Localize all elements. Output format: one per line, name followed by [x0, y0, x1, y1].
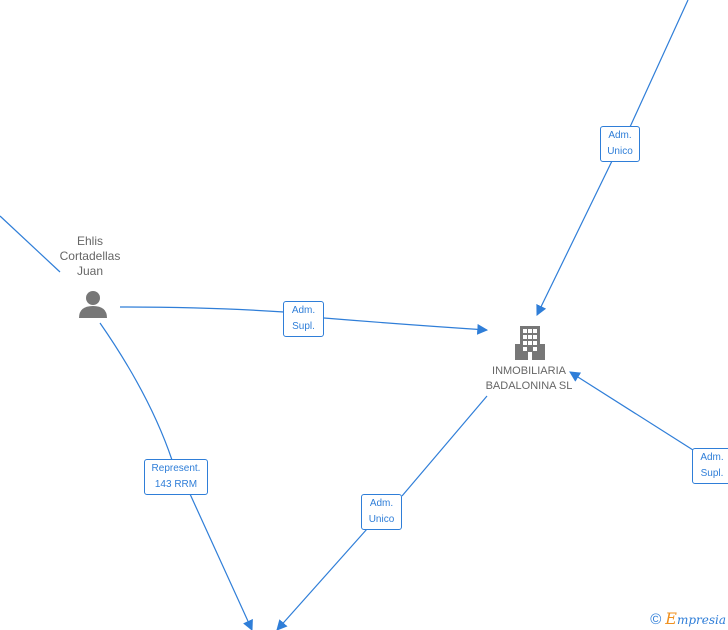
edge-line-company-down [401, 395, 488, 497]
person-name-line: Juan [76, 264, 104, 278]
edge-label-line: Supl. [292, 321, 315, 332]
edge-label-line: Represent. [151, 463, 201, 474]
edge-label-adm-unico-top[interactable]: Adm. Unico [600, 126, 640, 162]
empresia-watermark: ©Empresia [650, 609, 726, 628]
edge-label-line: Adm. [700, 452, 724, 463]
edge-line-company-down-2 [276, 528, 368, 630]
copyright-symbol: © [650, 611, 662, 628]
edge-line-top-to-company-2 [536, 160, 613, 316]
brand-name: mpresia [676, 613, 726, 627]
brand-initial: E [665, 609, 677, 628]
edge-line-person-to-company [119, 306, 285, 313]
edge-label-represent[interactable]: Represent. 143 RRM [144, 459, 208, 495]
person-name[interactable]: Ehlis Cortadellas Juan [45, 234, 135, 279]
edge-line-person-down [99, 322, 173, 461]
edge-label-adm-supl-right[interactable]: Adm. Supl. [692, 448, 728, 484]
edge-label-line: Unico [368, 514, 395, 525]
person-name-line: Ehlis [76, 234, 103, 248]
edge-label-line: Supl. [700, 468, 724, 479]
company-name[interactable]: INMOBILIARIA BADALONINA SL [468, 364, 590, 394]
edge-line-left-offscreen [0, 215, 61, 273]
edge-label-line: Adm. [608, 130, 632, 141]
edge-line-top-to-company [629, 0, 689, 128]
edge-line-right-to-company [569, 371, 694, 451]
edge-label-line: Unico [607, 146, 633, 157]
person-icon[interactable] [78, 289, 108, 319]
edge-label-line: 143 RRM [154, 479, 198, 490]
company-name-line: INMOBILIARIA [492, 365, 566, 377]
edge-label-line: Adm. [291, 305, 316, 316]
edge-line-person-down-2 [189, 493, 253, 630]
company-name-line: BADALONINA SL [485, 380, 573, 392]
edge-label-adm-supl-person[interactable]: Adm. Supl. [283, 301, 324, 337]
building-icon[interactable] [515, 324, 545, 360]
person-name-line: Cortadellas [59, 249, 121, 263]
edge-label-adm-unico-bottom[interactable]: Adm. Unico [361, 494, 402, 530]
edge-label-line: Adm. [369, 498, 394, 509]
edge-line-person-to-company-2 [323, 317, 489, 335]
